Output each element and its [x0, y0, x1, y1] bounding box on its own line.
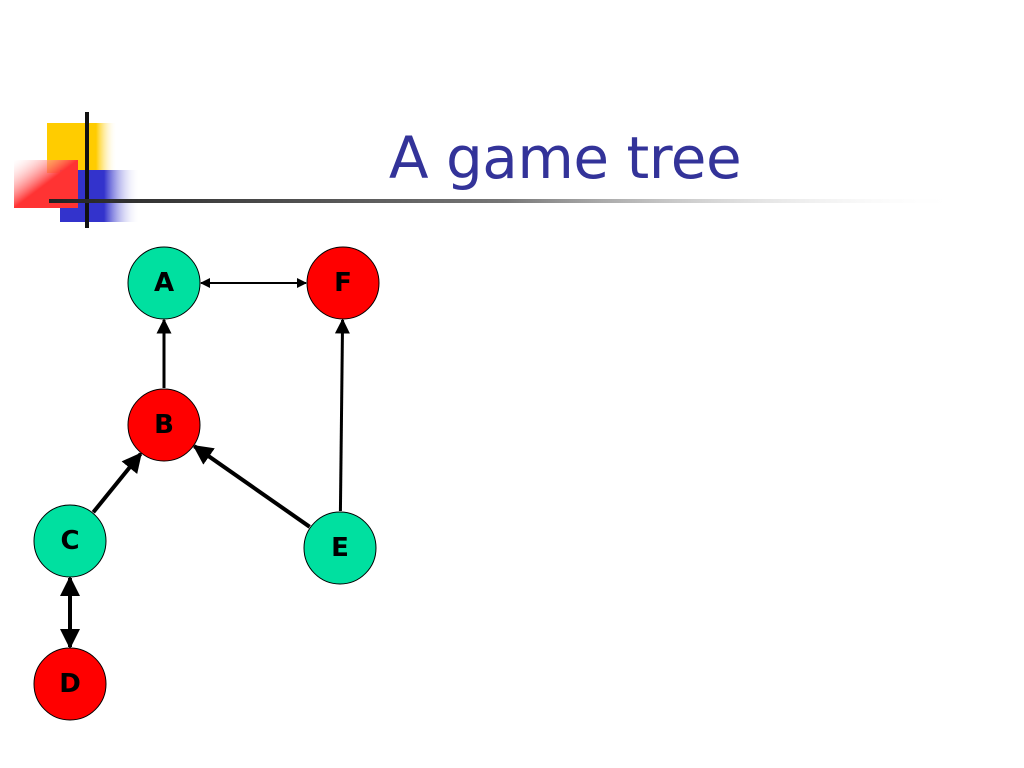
node-f: F	[306, 246, 380, 320]
node-d-label: D	[59, 669, 81, 699]
node-e: E	[303, 511, 377, 585]
edges-layer	[60, 278, 350, 649]
nodes-layer: A F B C E D	[33, 246, 380, 721]
node-e-label: E	[331, 533, 349, 563]
node-a-circle	[127, 246, 201, 320]
node-b: B	[127, 388, 201, 462]
title-underline	[49, 199, 964, 203]
node-a: A	[127, 246, 201, 320]
node-f-label: F	[334, 268, 352, 298]
node-b-circle	[127, 388, 201, 462]
node-a-label: A	[154, 268, 174, 298]
edge-c-b	[91, 452, 143, 514]
node-c-label: C	[60, 526, 79, 556]
slide-title: A game tree	[388, 124, 742, 192]
node-e-circle	[303, 511, 377, 585]
deco-vertical-bar	[85, 112, 89, 228]
node-c-circle	[33, 504, 107, 578]
node-b-label: B	[154, 410, 174, 440]
node-d: D	[33, 647, 107, 721]
node-c: C	[33, 504, 107, 578]
edge-e-b	[192, 444, 311, 529]
node-d-circle	[33, 647, 107, 721]
edge-e-f	[334, 318, 350, 512]
node-f-circle	[306, 246, 380, 320]
